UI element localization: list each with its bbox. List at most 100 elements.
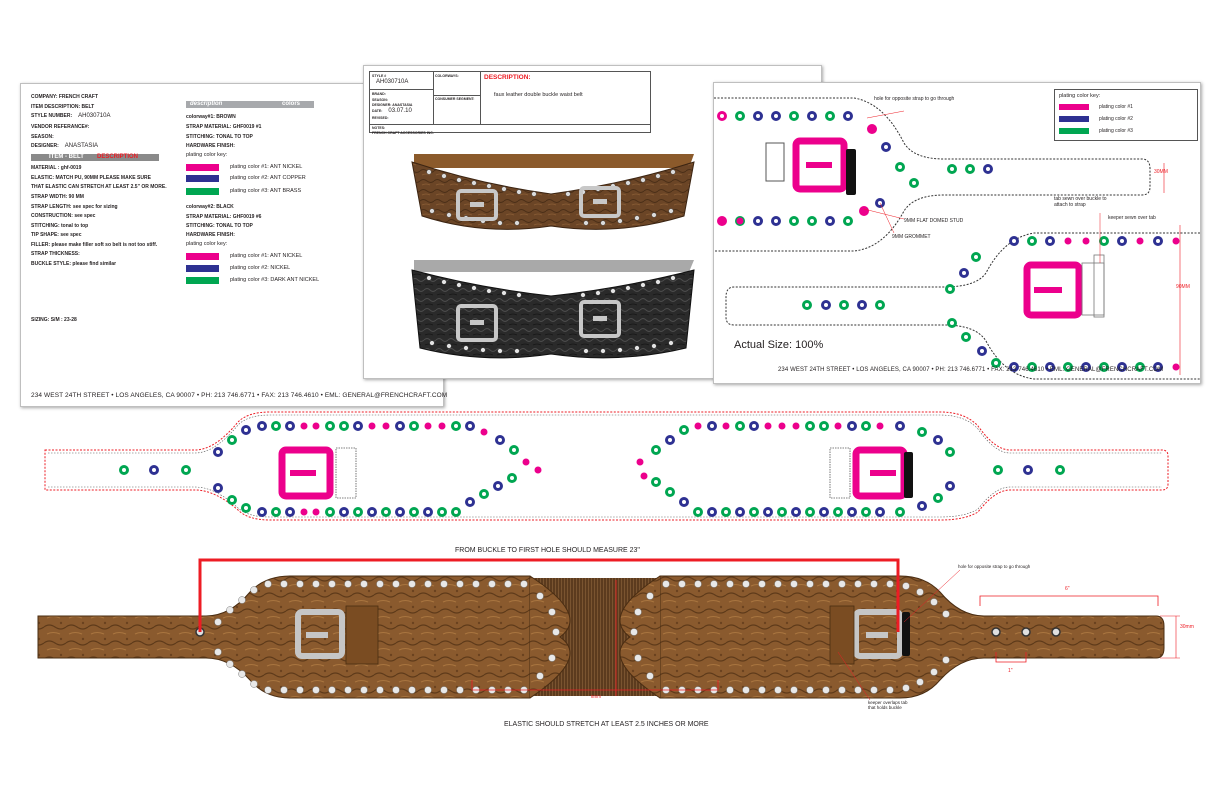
colorway1-hardware: HARDWARE FINISH: bbox=[186, 143, 235, 149]
colorway1-title: colorway#1: BROWN bbox=[186, 114, 236, 120]
colorway1-color-1: plating color #1: ANT NICKEL bbox=[230, 164, 303, 170]
brown-belt-body bbox=[411, 161, 695, 230]
colorway1-color-2: plating color #2: ANT COPPER bbox=[230, 175, 306, 181]
brown-belt-back bbox=[414, 154, 694, 168]
description-header: DESCRIPTION bbox=[97, 154, 139, 160]
consumer-segment-label: CONSUMER SEGMENT: bbox=[435, 97, 475, 101]
colorway-header-right: colors bbox=[282, 101, 301, 107]
spec-strap-width: STRAP WIDTH: 90 MM bbox=[31, 194, 84, 200]
flat-keeper-left bbox=[335, 447, 357, 499]
spec-tip-shape: TIP SHAPE: see spec bbox=[31, 232, 82, 238]
colorway2-swatch-1 bbox=[186, 253, 219, 260]
colorway2-color-3: plating color #3: DARK ANT NICKEL bbox=[230, 277, 320, 283]
key-title: plating color key: bbox=[1059, 93, 1101, 99]
measure-elastic bbox=[471, 680, 719, 691]
description-value: faux leather double buckle waist belt bbox=[494, 92, 583, 98]
key-label-2: plating color #2 bbox=[1099, 116, 1133, 122]
black-belt-back bbox=[414, 260, 694, 272]
colorway-header-bar: description colors bbox=[186, 101, 314, 108]
spec-construction: CONSTRUCTION: see spec bbox=[31, 213, 96, 219]
colorway2-color-2: plating color #2: NICKEL bbox=[230, 265, 291, 271]
brown-pattern-studs bbox=[214, 580, 950, 694]
spec-strap-length: STRAP LENGTH: see spec for sizing bbox=[31, 204, 118, 210]
date-row: DATE: 03.07.10 bbox=[372, 108, 412, 114]
brown-belt-buckle-left bbox=[456, 189, 498, 221]
black-belt-buckle-left bbox=[456, 304, 498, 342]
colorway2-color-1: plating color #1: ANT NICKEL bbox=[230, 253, 303, 259]
measure-line-23in bbox=[198, 558, 900, 632]
flat-pattern-studs bbox=[300, 422, 884, 516]
spec-sizing: SIZING: S/M : 23-28 bbox=[31, 317, 77, 323]
measure-1in bbox=[995, 652, 1027, 663]
colorway1-stitching: STITCHING: TONAL TO TOP bbox=[186, 134, 253, 140]
brown-pattern-grommets bbox=[195, 627, 1061, 637]
spec-material: MATERIAL : ghf-0019 bbox=[31, 165, 82, 171]
brown-right-strap bbox=[659, 575, 1165, 699]
belt-renders bbox=[411, 154, 695, 359]
plating-color-key: plating color key: plating color #1 plat… bbox=[1054, 89, 1198, 141]
colorway1-key-label: plating color key: bbox=[186, 152, 228, 158]
hole-note: hole for opposite strap to go through bbox=[874, 96, 955, 102]
colorway-header-left: description bbox=[190, 101, 223, 107]
flat-pattern-holes bbox=[119, 421, 1065, 517]
dim-90mm: 90MM bbox=[1176, 284, 1190, 290]
colorway1-swatch-1 bbox=[186, 164, 219, 171]
colorway2-swatch-2 bbox=[186, 265, 219, 272]
bottom-strap-studs bbox=[1064, 237, 1180, 371]
item-belt-bar: ITEM - BELT DESCRIPTION bbox=[31, 154, 159, 161]
notes-label: NOTES: bbox=[372, 126, 386, 130]
key-swatch-3 bbox=[1059, 128, 1089, 134]
item-description: ITEM DESCRIPTION: BELT bbox=[31, 104, 95, 110]
season: SEASON: bbox=[31, 134, 54, 140]
dim-1in: 1" bbox=[1008, 668, 1013, 674]
black-belt-body bbox=[411, 269, 695, 359]
top-strap-studs bbox=[718, 125, 876, 225]
designer-value: ANASTASIA bbox=[64, 143, 99, 149]
bottom-buckle bbox=[1023, 261, 1083, 319]
date-value: 03.07.10 bbox=[388, 108, 412, 114]
colorway2-title: colorway#2: BLACK bbox=[186, 204, 234, 210]
bottom-hole-note: hole for opposite strap to go through bbox=[958, 564, 1031, 569]
elastic-note: ELASTIC SHOULD STRETCH AT LEAST 2.5 INCH… bbox=[504, 721, 709, 728]
style-value: AH030710A bbox=[376, 79, 409, 85]
colorway1-strap: STRAP MATERIAL: GHF0019 #1 bbox=[186, 124, 262, 130]
top-strap-hole-slot bbox=[846, 149, 856, 195]
bottom-strap-outline bbox=[725, 232, 1200, 380]
colorway2-swatch-3 bbox=[186, 277, 219, 284]
keeper-note: keeper sewn over tab bbox=[1108, 215, 1156, 221]
detail-address: 234 WEST 24TH STREET • LOS ANGELES, CA 9… bbox=[778, 367, 1164, 373]
style-number: STYLE NUMBER: AH030710A bbox=[31, 113, 110, 119]
grommet-note: 9MM GROMMET bbox=[892, 234, 931, 240]
item-belt-label: ITEM - BELT bbox=[49, 154, 84, 160]
colorways-label: COLORWAYS: bbox=[435, 74, 459, 78]
key-label-1: plating color #1 bbox=[1099, 104, 1133, 110]
spec-stitching: STITCHING: tonal to top bbox=[31, 223, 89, 229]
dim-30mm: 30MM bbox=[1154, 169, 1168, 175]
designer-label: DESIGNER: bbox=[31, 143, 59, 149]
colorway2-stitching: STITCHING: TONAL TO TOP bbox=[186, 223, 253, 229]
top-keeper bbox=[765, 142, 785, 182]
designer: DESIGNER: ANASTASIA bbox=[31, 143, 98, 149]
detail-drawing bbox=[714, 97, 1200, 380]
detail-sheet: plating color key: plating color #1 plat… bbox=[713, 82, 1201, 384]
spec-elastic-note: THAT ELASTIC CAN STRETCH AT LEAST 2.5" O… bbox=[31, 184, 167, 190]
date-label: DATE: bbox=[372, 109, 383, 113]
key-swatch-2 bbox=[1059, 116, 1089, 122]
flat-strap-slot bbox=[904, 452, 913, 498]
brown-tab-right bbox=[829, 605, 855, 665]
bottom-strap-holes bbox=[802, 236, 1163, 372]
style-number-label: STYLE NUMBER: bbox=[31, 113, 73, 119]
colorway2-strap: STRAP MATERIAL: GHF0019 #6 bbox=[186, 214, 262, 220]
brown-buckle-right bbox=[853, 609, 903, 659]
dim-6in: 6" bbox=[1065, 586, 1070, 592]
footer-company: FRENCH CRAFT ACCESSORIES INC. bbox=[372, 131, 434, 135]
black-belt-studs bbox=[426, 275, 676, 354]
designer-label: DESIGNER: ANASTASIA bbox=[372, 103, 413, 107]
colorway1-swatch-3 bbox=[186, 188, 219, 195]
colorway1-swatch-2 bbox=[186, 175, 219, 182]
measure-note: FROM BUCKLE TO FIRST HOLE SHOULD MEASURE… bbox=[455, 547, 640, 554]
brown-pattern-drawing bbox=[37, 558, 1180, 701]
colorway2-key-label: plating color key: bbox=[186, 241, 228, 247]
style-label: STYLE # bbox=[372, 74, 387, 78]
style-number-value: AH030710A bbox=[78, 113, 111, 119]
